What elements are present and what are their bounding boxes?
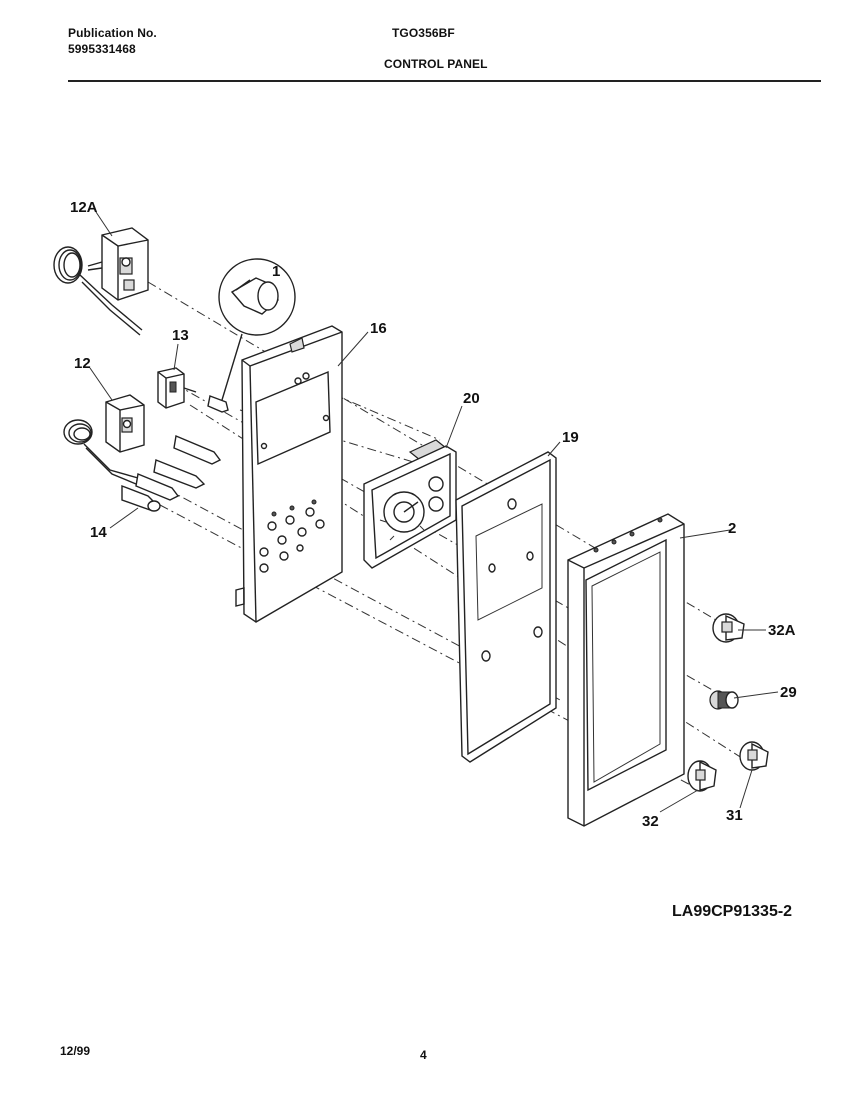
- callout-14: 14: [90, 524, 107, 541]
- switch-13-icon: [157, 367, 197, 409]
- detail-1-magnifier-icon: [218, 258, 296, 401]
- thermostat-12a-icon: [53, 227, 149, 336]
- section-title: CONTROL PANEL: [384, 57, 488, 71]
- callout-12a: 12A: [70, 199, 98, 216]
- callout-32a: 32A: [768, 622, 796, 639]
- trim-frame-2-icon: [567, 513, 685, 827]
- footer-date: 12/99: [60, 1044, 91, 1058]
- publication-label: Publication No.: [68, 26, 157, 40]
- callout-13: 13: [172, 327, 189, 344]
- knob-31-icon: [739, 741, 769, 771]
- callout-19: 19: [562, 429, 579, 446]
- callout-16: 16: [370, 320, 387, 337]
- callout-29: 29: [780, 684, 797, 701]
- publication-number: 5995331468: [68, 42, 136, 56]
- callout-1: 1: [272, 263, 280, 280]
- overlay-panel-19-icon: [455, 451, 557, 763]
- connectors-14-icon: [121, 395, 229, 512]
- model-number: TGO356BF: [392, 26, 455, 40]
- header-rule: [68, 80, 821, 82]
- clock-timer-20-icon: [363, 439, 457, 569]
- callout-12: 12: [74, 355, 91, 372]
- callout-2: 2: [728, 520, 736, 537]
- callout-leaders: [89, 211, 779, 813]
- callout-20: 20: [463, 390, 480, 407]
- callout-31: 31: [726, 807, 743, 824]
- diagram-code: LA99CP91335-2: [672, 903, 793, 920]
- knob-32-icon: [687, 760, 717, 792]
- callout-32: 32: [642, 813, 659, 830]
- backing-panel-16-icon: [235, 325, 343, 623]
- thermostat-12-icon: [63, 394, 145, 485]
- knob-32a-icon: [712, 613, 745, 643]
- page-number: 4: [420, 1048, 427, 1062]
- bushing-29-icon: [709, 690, 739, 710]
